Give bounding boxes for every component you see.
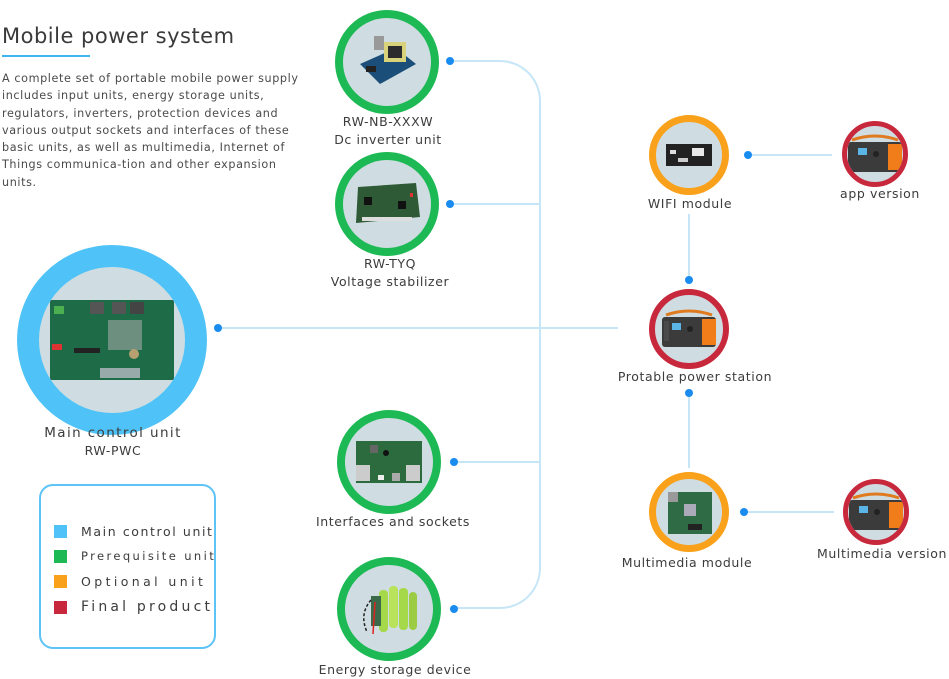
label-voltage-stabilizer: RW-TYQ Voltage stabilizer <box>331 255 449 291</box>
node-title: Interfaces and sockets <box>315 514 471 529</box>
node-energy-storage[interactable] <box>337 557 441 661</box>
wifi-board-icon <box>666 144 712 166</box>
node-multimedia-module[interactable] <box>649 472 729 552</box>
label-multimedia-version: Multimedia version <box>817 545 947 563</box>
power-station-icon <box>849 492 903 530</box>
usb-board-icon <box>356 441 422 483</box>
pcb-icon <box>356 183 420 223</box>
node-power-station[interactable] <box>649 289 729 369</box>
node-title: WIFI module <box>647 196 733 211</box>
power-station-icon <box>662 309 716 347</box>
legend: Main control unit Prerequisite unit Opti… <box>39 484 216 649</box>
multimedia-board-icon <box>668 492 712 534</box>
connector-dot <box>446 200 454 208</box>
node-voltage-stabilizer[interactable] <box>335 152 439 256</box>
battery-pack-icon <box>363 586 417 635</box>
node-title: Protable power station <box>617 369 773 384</box>
legend-swatch-prerequisite <box>54 549 67 563</box>
node-title: Voltage stabilizer <box>330 274 450 289</box>
title-underline <box>2 55 90 57</box>
connector-dot <box>685 276 693 284</box>
node-model: RW-NB-XXXW <box>342 114 434 129</box>
legend-label: Main control unit <box>81 524 214 539</box>
description-text: A complete set of portable mobile power … <box>2 72 299 189</box>
node-multimedia-version[interactable] <box>843 479 909 545</box>
legend-item-optional: Optional unit <box>54 574 206 589</box>
node-title: Multimedia module <box>621 555 753 570</box>
power-station-icon <box>848 134 902 172</box>
node-dc-inverter[interactable] <box>335 10 439 114</box>
legend-item-main-control: Main control unit <box>54 524 214 539</box>
label-energy-storage: Energy storage device <box>319 661 472 679</box>
legend-swatch-main-control <box>54 525 67 538</box>
legend-label: Prerequisite unit <box>81 549 217 563</box>
node-model: RW-TYQ <box>363 256 417 271</box>
circuit-board-icon <box>50 300 174 380</box>
label-interfaces-sockets: Interfaces and sockets <box>316 513 470 531</box>
connector-dot <box>740 508 748 516</box>
legend-swatch-final-product <box>54 600 67 614</box>
node-wifi-module[interactable] <box>649 115 729 195</box>
legend-swatch-optional <box>54 575 67 588</box>
connector-dot <box>446 57 454 65</box>
node-title: Energy storage device <box>318 662 472 677</box>
node-main-control[interactable] <box>17 245 207 435</box>
node-title: Dc inverter unit <box>334 132 442 147</box>
page-title: Mobile power system <box>2 24 235 48</box>
label-main-control: Main control unit RW-PWC <box>44 424 182 460</box>
label-app-version: app version <box>840 185 920 203</box>
node-title: app version <box>840 186 920 201</box>
node-title: Main control unit <box>44 425 182 441</box>
node-title: Multimedia version <box>816 546 948 561</box>
connector-dot <box>450 605 458 613</box>
connector-dot <box>450 458 458 466</box>
connector-dot <box>744 151 752 159</box>
legend-item-final-product: Final product <box>54 599 213 615</box>
node-interfaces-sockets[interactable] <box>337 410 441 514</box>
label-multimedia-module: Multimedia module <box>622 554 753 572</box>
legend-item-prerequisite: Prerequisite unit <box>54 549 216 563</box>
label-power-station: Protable power station <box>618 368 772 386</box>
label-wifi-module: WIFI module <box>648 195 732 213</box>
label-dc-inverter: RW-NB-XXXW Dc inverter unit <box>334 113 442 149</box>
connector-dot <box>214 324 222 332</box>
legend-label: Final product <box>81 599 214 615</box>
connector-dc-inverter <box>450 60 541 609</box>
legend-label: Optional unit <box>81 574 207 589</box>
connector-dot <box>685 389 693 397</box>
node-model: RW-PWC <box>84 443 142 458</box>
node-app-version[interactable] <box>842 121 908 187</box>
transformer-board-icon <box>360 36 416 84</box>
